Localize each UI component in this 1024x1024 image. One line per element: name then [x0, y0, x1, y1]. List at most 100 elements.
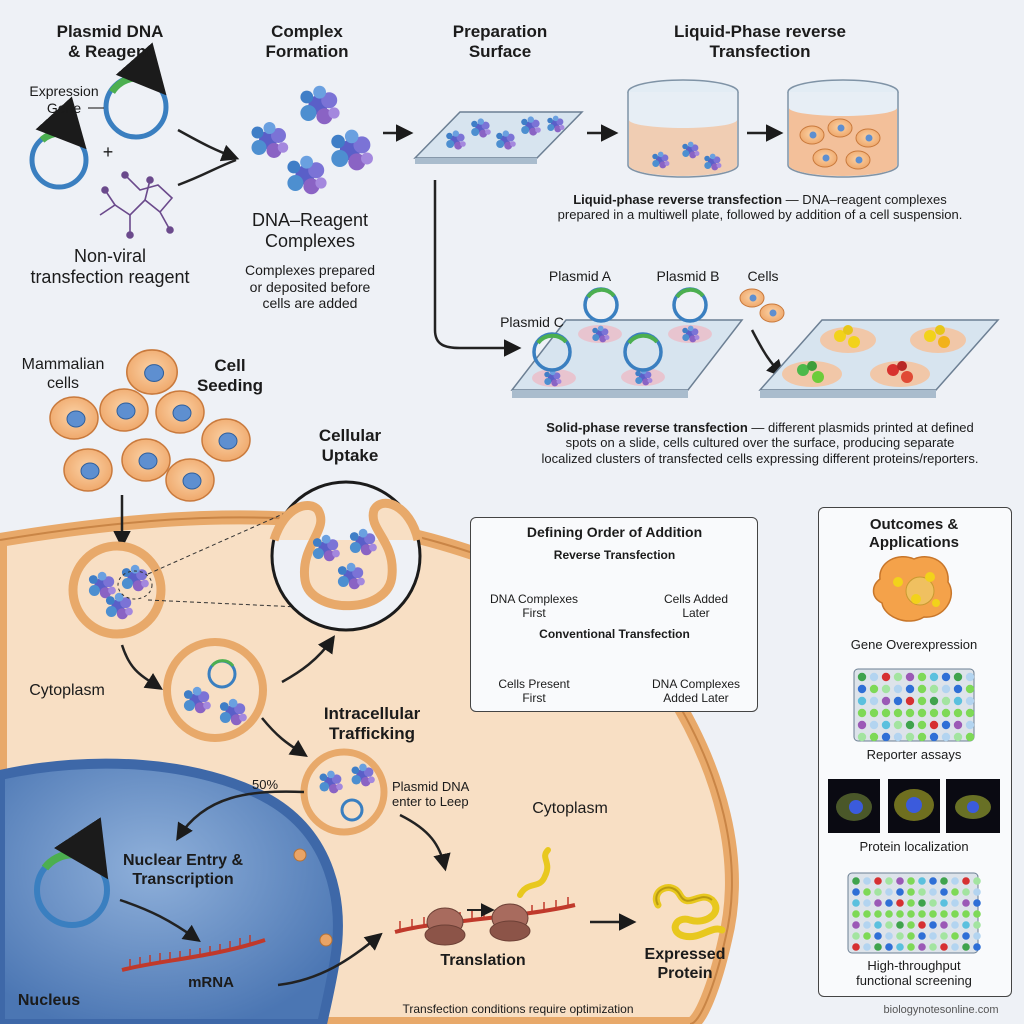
- plate-well: [929, 877, 937, 885]
- protein-icon: [652, 884, 726, 941]
- complexes-note: Complexes prepared or deposited before c…: [245, 262, 375, 312]
- plate-well: [857, 672, 867, 682]
- order-conventional-label: Conventional Transfection: [539, 627, 690, 641]
- solid-phase-bold: Solid-phase reverse transfection: [546, 420, 748, 435]
- plate-well: [962, 943, 970, 951]
- plate-well: [893, 696, 903, 706]
- plate-well: [907, 921, 915, 929]
- plate-well: [885, 888, 893, 896]
- plate-well: [918, 943, 926, 951]
- order-conv-right: DNA Complexes Added Later: [651, 677, 741, 706]
- mrna-strand: [121, 935, 266, 972]
- mrna-label: mRNA: [188, 974, 234, 991]
- dna-complex-icon: [251, 85, 373, 195]
- plate-well: [973, 910, 981, 918]
- cytoplasm-left-label: Cytoplasm: [29, 682, 105, 699]
- plate-well: [941, 732, 951, 742]
- plate-well: [893, 732, 903, 742]
- plate-well: [852, 921, 860, 929]
- plate-well: [941, 684, 951, 694]
- plate-well: [905, 672, 915, 682]
- plate-well: [929, 932, 937, 940]
- plate-well: [885, 910, 893, 918]
- plate-well: [918, 877, 926, 885]
- plate-well: [953, 696, 963, 706]
- plate-well: [951, 888, 959, 896]
- plate-well: [905, 732, 915, 742]
- mammalian-cells-label: Mammalian cells: [21, 356, 105, 392]
- plate-well: [962, 932, 970, 940]
- translation-label: Translation: [440, 952, 526, 969]
- plate-well: [973, 932, 981, 940]
- plate-well: [918, 899, 926, 907]
- plate-well: [962, 921, 970, 929]
- liquid-phase-line2: prepared in a multiwell plate, followed …: [557, 207, 963, 223]
- plasmid-icon: [583, 287, 619, 323]
- plate-well: [874, 888, 882, 896]
- plate-well: [953, 720, 963, 730]
- plate-well: [885, 899, 893, 907]
- plate-well: [918, 932, 926, 940]
- expressed-protein-label: Expressed Protein: [644, 946, 726, 982]
- ribosome-icon: [394, 847, 576, 946]
- liquid-phase-rest: — DNA–reagent complexes: [782, 192, 947, 207]
- plate-well: [881, 696, 891, 706]
- trafficking-title: Intracellular Trafficking: [323, 704, 421, 744]
- plate-well: [852, 899, 860, 907]
- plate-well: [951, 943, 959, 951]
- plate-well: [893, 684, 903, 694]
- endosome: [300, 748, 388, 836]
- plate-well: [917, 708, 927, 718]
- plate-well: [962, 899, 970, 907]
- plate-well: [941, 672, 951, 682]
- plate-well: [951, 899, 959, 907]
- source-label: biologynotesonline.com: [883, 1004, 999, 1016]
- plasmid-icon: [532, 332, 572, 372]
- liquid-phase-bold: Liquid-phase reverse transfection: [573, 192, 783, 207]
- plate-well: [973, 899, 981, 907]
- plasmid-a-label: Plasmid A: [548, 268, 612, 284]
- outcome-overexpression: Gene Overexpression: [850, 637, 978, 652]
- header-liquid-phase: Liquid-Phase reverse Transfection: [674, 22, 846, 62]
- plasmid-icon: [103, 42, 169, 140]
- plate-well: [929, 899, 937, 907]
- order-reverse-label: Reverse Transfection: [553, 548, 676, 562]
- plate-well: [863, 888, 871, 896]
- plate-well: [881, 684, 891, 694]
- plasmid-icon: [672, 287, 708, 323]
- plate-well: [941, 708, 951, 718]
- outcomes-artwork: [828, 556, 1000, 954]
- plate-well: [896, 877, 904, 885]
- plate-well: [874, 910, 882, 918]
- order-conv-left: Cells Present First: [498, 677, 570, 706]
- plate-well: [896, 932, 904, 940]
- plasmid-c-label: Plasmid C: [500, 314, 564, 330]
- plate-well: [893, 720, 903, 730]
- plate-well: [953, 684, 963, 694]
- cells-label: Cells: [747, 268, 779, 284]
- screening-plate-icon: [847, 872, 981, 954]
- plate-well: [874, 932, 882, 940]
- plate-well: [907, 910, 915, 918]
- reagent-molecule-icon: [99, 171, 174, 239]
- plate-well: [929, 888, 937, 896]
- plus-sign: +: [102, 142, 114, 162]
- outcome-reporter: Reporter assays: [866, 747, 962, 762]
- order-rev-right: Cells Added Later: [663, 592, 729, 621]
- plate-well: [917, 684, 927, 694]
- plate-well: [869, 732, 879, 742]
- plate-well: [893, 708, 903, 718]
- plate-well: [940, 932, 948, 940]
- plate-well: [869, 720, 879, 730]
- plate-well: [918, 910, 926, 918]
- plate-well: [885, 943, 893, 951]
- plate-well: [940, 943, 948, 951]
- plate-well: [881, 672, 891, 682]
- solid-phase-rest: — different plasmids printed at defined: [747, 420, 974, 435]
- plate-well: [893, 672, 903, 682]
- plate-well: [905, 720, 915, 730]
- transfected-slide: [758, 319, 1000, 398]
- plate-well: [896, 943, 904, 951]
- plate-well: [905, 684, 915, 694]
